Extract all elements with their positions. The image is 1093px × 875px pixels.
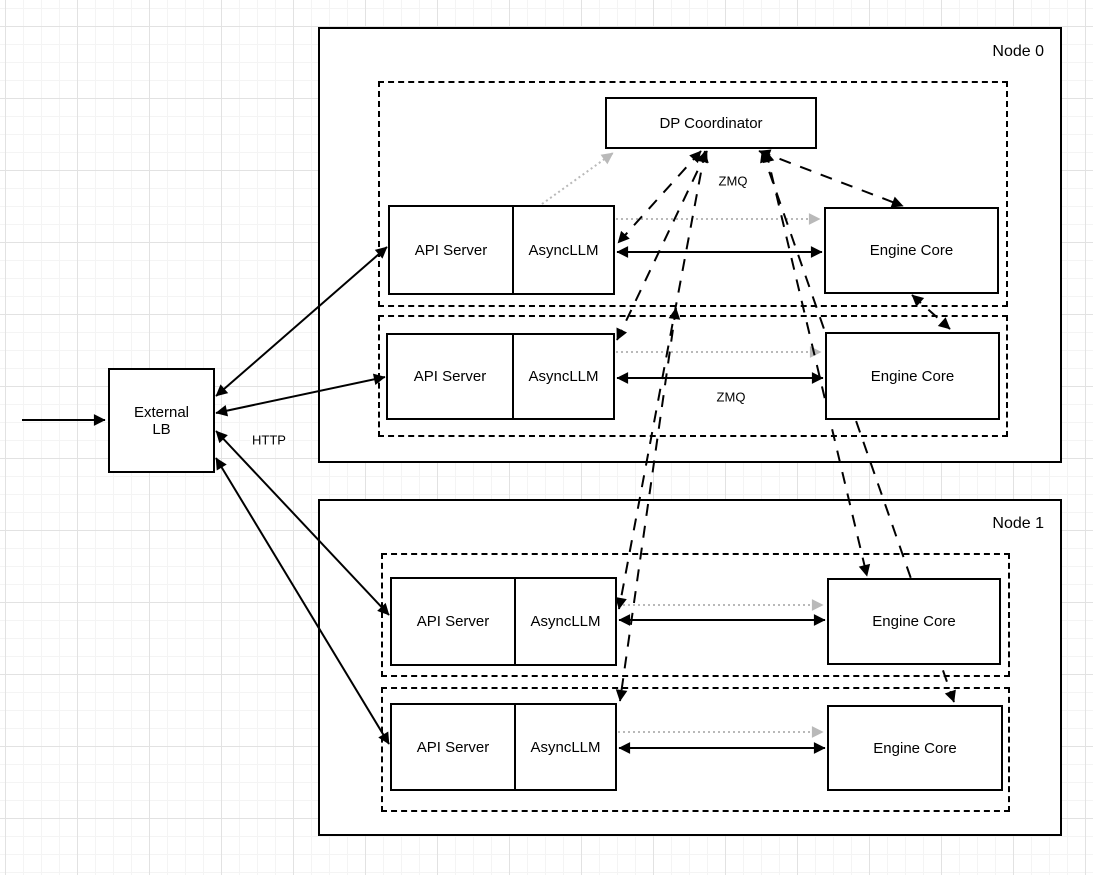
- engine-core-1-label: Engine Core: [870, 367, 955, 385]
- zmq-label-coordinator: ZMQ: [718, 173, 748, 189]
- arrow-lb-api-1: [215, 373, 386, 417]
- replica-group-3: [381, 687, 1010, 812]
- arrow-lb-api-2: [215, 430, 390, 616]
- engine-core-3-label: Engine Core: [873, 739, 957, 757]
- api-asyncllm-1: API Server AsyncLLM: [386, 333, 615, 420]
- dashed-coordinator-asyncllm-2: [615, 150, 709, 610]
- zmq-label-row2: ZMQ: [716, 389, 746, 405]
- engine-core-1: Engine Core: [825, 332, 1000, 420]
- asyncllm-3: AsyncLLM: [514, 705, 615, 789]
- api-server-1: API Server: [388, 335, 512, 418]
- dp-coordinator-label: DP Coordinator: [659, 114, 763, 132]
- dashed-coordinator-asyncllm-0: [617, 150, 702, 244]
- asyncllm-3-label: AsyncLLM: [530, 738, 601, 756]
- engine-core-2-label: Engine Core: [872, 613, 956, 630]
- arrow-lb-api-3: [215, 457, 390, 745]
- dashed-coordinator-engine-0: [758, 149, 904, 208]
- node-1-label: Node 1: [992, 515, 1044, 532]
- dp-coordinator-box: DP Coordinator: [605, 97, 817, 149]
- api-server-3: API Server: [392, 705, 514, 789]
- dotted-asyncllm-coordinator: [541, 152, 614, 205]
- api-asyncllm-3: API Server AsyncLLM: [390, 703, 617, 791]
- asyncllm-0-label: AsyncLLM: [528, 241, 599, 259]
- api-server-2: API Server: [392, 579, 514, 664]
- api-server-2-label: API Server: [416, 613, 490, 630]
- arrow-lb-api-0: [215, 246, 388, 397]
- engine-core-3: Engine Core: [827, 705, 1003, 791]
- asyncllm-1-label: AsyncLLM: [528, 368, 599, 385]
- engine-core-0: Engine Core: [824, 207, 999, 294]
- http-label: HTTP: [250, 432, 288, 448]
- api-server-1-label: API Server: [413, 368, 487, 385]
- asyncllm-2: AsyncLLM: [514, 579, 615, 664]
- api-server-0: API Server: [390, 207, 512, 293]
- asyncllm-2-label: AsyncLLM: [530, 613, 601, 630]
- api-asyncllm-2: API Server AsyncLLM: [390, 577, 617, 666]
- asyncllm-1: AsyncLLM: [512, 335, 613, 418]
- node-0-label: Node 0: [992, 43, 1044, 60]
- dashed-coordinator-asyncllm-3: [615, 307, 681, 702]
- engine-core-2: Engine Core: [827, 578, 1001, 665]
- external-lb-label: External LB: [133, 403, 190, 438]
- api-asyncllm-0: API Server AsyncLLM: [388, 205, 615, 295]
- dashed-coordinator-asyncllm-1: [616, 150, 708, 341]
- dashed-coordinator-engine-1: [911, 294, 951, 330]
- api-server-0-label: API Server: [414, 241, 488, 259]
- engine-core-0-label: Engine Core: [869, 242, 954, 259]
- api-server-3-label: API Server: [416, 738, 490, 756]
- asyncllm-0: AsyncLLM: [512, 207, 613, 293]
- external-lb-box: External LB: [108, 368, 215, 473]
